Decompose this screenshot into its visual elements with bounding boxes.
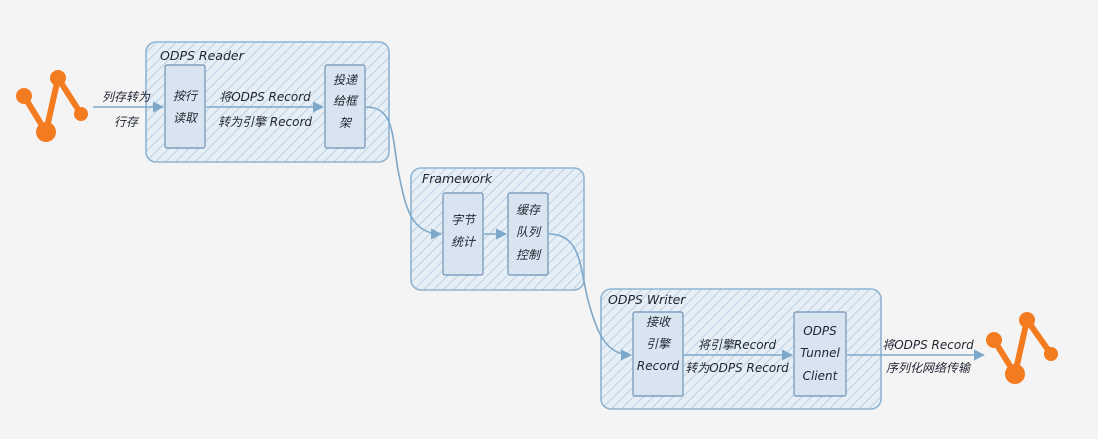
svg-text:Client: Client <box>803 369 839 383</box>
svg-text:队列: 队列 <box>516 225 542 239</box>
edge-label-tunnel-to-target: 将ODPS Record 序列化网络传输 <box>882 338 974 375</box>
odps-target-icon <box>986 312 1058 384</box>
svg-text:缓存: 缓存 <box>516 203 542 217</box>
arrow-deliver-to-byte-stats <box>365 106 443 240</box>
group-title-reader: ODPS Reader <box>160 48 245 63</box>
svg-text:将ODPS Record: 将ODPS Record <box>219 90 311 104</box>
svg-text:将引擎Record: 将引擎Record <box>698 338 777 352</box>
edge-label-read-to-deliver: 将ODPS Record 转为引擎 Record <box>218 90 312 129</box>
svg-text:列存转为: 列存转为 <box>102 90 151 104</box>
node-receive-engine-record: 接收 引擎 Record <box>632 311 684 397</box>
svg-text:字节: 字节 <box>451 213 477 227</box>
edge-label-receive-to-tunnel: 将引擎Record 转为ODPS Record <box>685 338 789 375</box>
connectors <box>93 101 986 361</box>
svg-text:给框: 给框 <box>333 94 359 108</box>
svg-text:投递: 投递 <box>333 73 358 87</box>
node-byte-stats: 字节 统计 <box>442 192 484 276</box>
node-odps-tunnel-client: ODPS Tunnel Client <box>793 311 847 397</box>
svg-text:接收: 接收 <box>646 315 672 329</box>
svg-text:Record: Record <box>637 359 680 373</box>
svg-text:读取: 读取 <box>173 111 199 125</box>
svg-text:将ODPS Record: 将ODPS Record <box>882 338 974 352</box>
svg-text:转为引擎 Record: 转为引擎 Record <box>218 115 312 129</box>
node-buffer-queue: 缓存 队列 控制 <box>507 192 549 276</box>
svg-text:控制: 控制 <box>516 248 542 262</box>
group-title-framework: Framework <box>422 171 493 186</box>
svg-text:按行: 按行 <box>173 89 199 103</box>
node-deliver: 投递 给框 架 <box>324 64 366 149</box>
svg-text:架: 架 <box>339 116 353 130</box>
arrow-buffer-to-receive <box>548 233 633 361</box>
svg-text:ODPS: ODPS <box>803 324 837 338</box>
svg-text:序列化网络传输: 序列化网络传输 <box>886 361 972 375</box>
svg-text:Tunnel: Tunnel <box>800 346 840 360</box>
svg-text:引擎: 引擎 <box>646 337 672 351</box>
odps-source-icon <box>16 70 88 142</box>
svg-text:统计: 统计 <box>451 235 477 249</box>
svg-text:转为ODPS Record: 转为ODPS Record <box>685 361 789 375</box>
node-read-by-row: 按行 读取 <box>164 64 206 149</box>
group-title-writer: ODPS Writer <box>608 292 686 307</box>
edge-label-source-to-read: 列存转为 行存 <box>102 90 151 129</box>
group-framework: Framework <box>410 167 585 291</box>
svg-text:行存: 行存 <box>114 115 140 129</box>
